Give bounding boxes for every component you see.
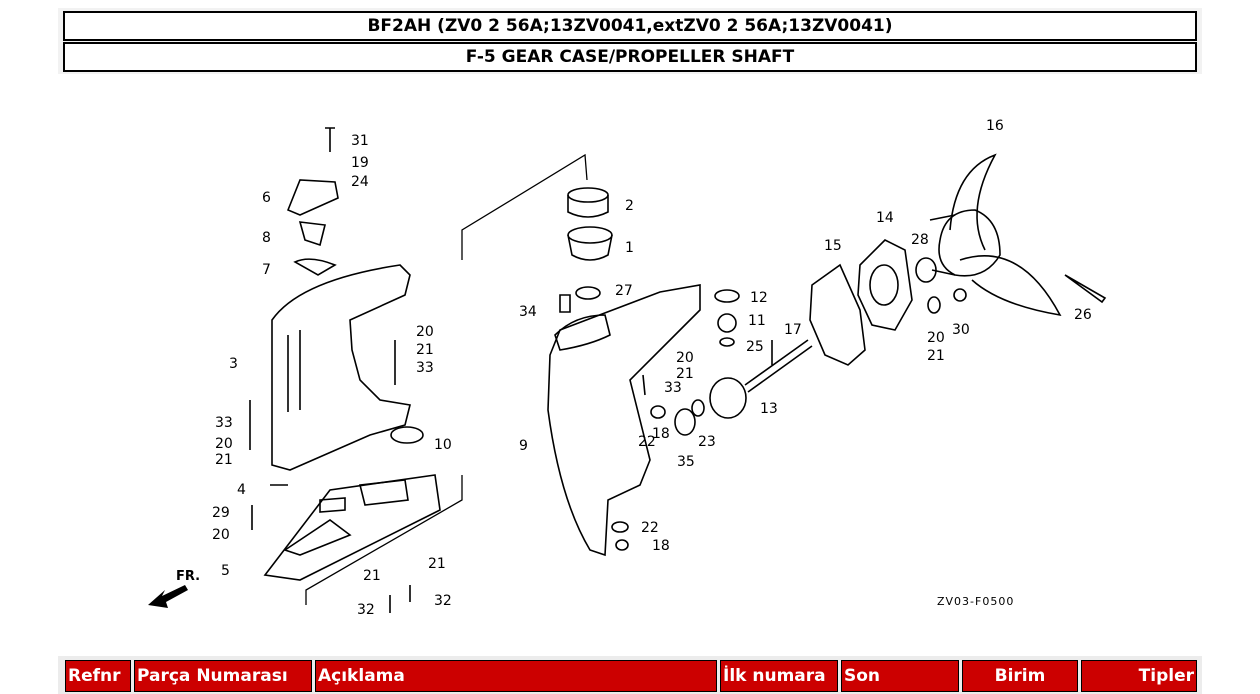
callout: 11 <box>748 313 766 329</box>
callout: 20 <box>212 527 230 543</box>
callout: 15 <box>824 238 842 254</box>
column-header-description[interactable]: Açıklama <box>315 660 717 692</box>
callout: 24 <box>351 174 369 190</box>
column-header-types[interactable]: Tipler <box>1081 660 1197 692</box>
callout: 23 <box>698 434 716 450</box>
callout: 14 <box>876 210 894 226</box>
callout: 18 <box>652 426 670 442</box>
callout: 32 <box>434 593 452 609</box>
callout: 2 <box>625 198 634 214</box>
callout: 4 <box>237 482 246 498</box>
section-title: F-5 GEAR CASE/PROPELLER SHAFT <box>63 42 1197 72</box>
callout: 1 <box>625 240 634 256</box>
callout: 21 <box>215 452 233 468</box>
callout: 30 <box>952 322 970 338</box>
callout: 22 <box>638 434 656 450</box>
callout: 16 <box>986 118 1004 134</box>
callout: 34 <box>519 304 537 320</box>
callout: 35 <box>677 454 695 470</box>
callout: 13 <box>760 401 778 417</box>
callout: 21 <box>428 556 446 572</box>
callout: 7 <box>262 262 271 278</box>
front-direction-label: FR. <box>176 569 200 584</box>
callout: 31 <box>351 133 369 149</box>
callout: 6 <box>262 190 271 206</box>
callout: 9 <box>519 438 528 454</box>
column-header-first-number[interactable]: İlk numara <box>720 660 838 692</box>
callout: 12 <box>750 290 768 306</box>
column-header-refnr[interactable]: Refnr <box>65 660 131 692</box>
callout: 27 <box>615 283 633 299</box>
callout: 20 <box>676 350 694 366</box>
callout: 20 <box>215 436 233 452</box>
callout: 25 <box>746 339 764 355</box>
callout: 19 <box>351 155 369 171</box>
model-title: BF2AH (ZV0 2 56A;13ZV0041,extZV0 2 56A;1… <box>63 11 1197 41</box>
callout: 33 <box>215 415 233 431</box>
callout: 21 <box>416 342 434 358</box>
parts-table: Refnr Parça Numarası Açıklama İlk numara… <box>62 660 1200 692</box>
callout: 21 <box>363 568 381 584</box>
column-header-last[interactable]: Son <box>841 660 959 692</box>
callout: 18 <box>652 538 670 554</box>
callout: 33 <box>416 360 434 376</box>
title-panel: BF2AH (ZV0 2 56A;13ZV0041,extZV0 2 56A;1… <box>58 8 1202 74</box>
callout: 20 <box>416 324 434 340</box>
callout: 8 <box>262 230 271 246</box>
callout: 21 <box>927 348 945 364</box>
callout: 20 <box>927 330 945 346</box>
parts-diagram: FR. 31 19 24 6 8 7 3 20 21 33 33 20 21 1… <box>148 118 1107 618</box>
callout: 17 <box>784 322 802 338</box>
column-header-unit[interactable]: Birim <box>962 660 1078 692</box>
callout: 21 <box>676 366 694 382</box>
table-header-row: Refnr Parça Numarası Açıklama İlk numara… <box>65 660 1197 692</box>
callout: 26 <box>1074 307 1092 323</box>
parts-table-panel: Refnr Parça Numarası Açıklama İlk numara… <box>58 656 1202 694</box>
callout: 5 <box>221 563 230 579</box>
callout: 28 <box>911 232 929 248</box>
callout: 32 <box>357 602 375 618</box>
callout: 10 <box>434 437 452 453</box>
diagram-code: ZV03-F0500 <box>937 595 1014 608</box>
callout: 29 <box>212 505 230 521</box>
callout: 22 <box>641 520 659 536</box>
callout: 3 <box>229 356 238 372</box>
callout: 33 <box>664 380 682 396</box>
column-header-part-number[interactable]: Parça Numarası <box>134 660 312 692</box>
